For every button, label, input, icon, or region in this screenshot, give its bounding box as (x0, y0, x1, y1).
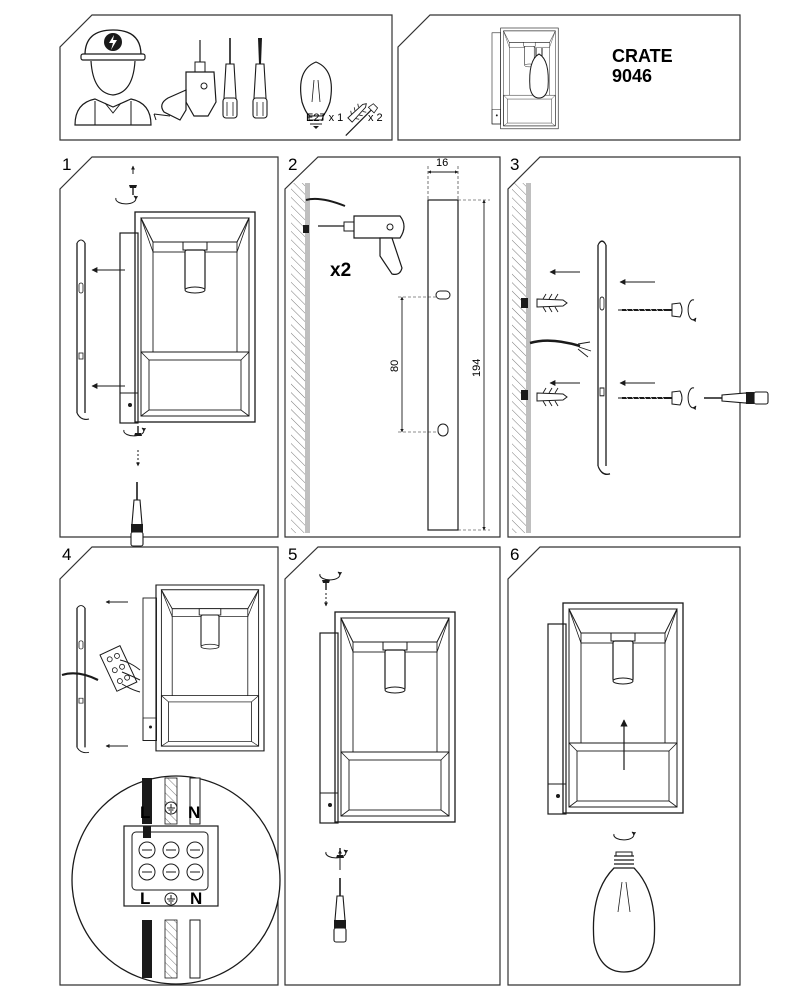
rotation-arrow-icon (116, 196, 136, 204)
screwdriver-icon (222, 38, 238, 119)
lantern-backplate (142, 597, 157, 741)
ground-symbol-icon (164, 892, 178, 906)
step-number: 1 (62, 155, 71, 174)
step-number: 3 (510, 155, 519, 174)
header-product-panel: CRATE 9046 (397, 14, 741, 141)
mounting-bracket (76, 239, 90, 421)
drill-hole (521, 390, 528, 400)
header-tools-panel: E27 x 1 x 2 (59, 14, 393, 141)
screw (133, 425, 143, 437)
screw (321, 579, 331, 591)
bracket-elevation (427, 199, 459, 531)
screw (128, 184, 138, 196)
terminal-live-label: L (140, 889, 150, 908)
wall-plug-icon (345, 103, 379, 136)
lantern-body (562, 602, 684, 814)
wire-neutral-label: N (188, 803, 200, 822)
bulb-icon (300, 61, 332, 129)
plug-label: x 2 (368, 112, 383, 124)
step-3-panel: 3 (507, 155, 769, 538)
screwdriver-icon (333, 877, 347, 943)
bulb-label: E27 x 1 (306, 112, 343, 124)
mounting-bracket (76, 604, 90, 754)
wiring-detail: L N L N (71, 775, 281, 985)
product-name: CRATE (612, 46, 673, 66)
drill-icon (318, 215, 405, 275)
bracket-slot (435, 290, 451, 300)
step-2-panel: 2 x2 16 80 194 (284, 155, 501, 538)
step-number: 6 (510, 545, 519, 564)
wood-screw (617, 390, 683, 406)
lantern-body (155, 584, 265, 752)
lantern-body (334, 611, 456, 823)
terminal-neutral-label: N (190, 889, 202, 908)
power-cable (529, 339, 581, 348)
wall-plug-icon (536, 387, 568, 407)
wall-hatch (291, 183, 305, 533)
ground-symbol-icon (164, 801, 178, 815)
bracket-slot (437, 423, 449, 437)
lantern-thumbnail-bulb (529, 48, 549, 99)
rotation-arrow-icon (320, 572, 340, 580)
electrician-helmet-icon (74, 29, 152, 126)
step-number: 5 (288, 545, 297, 564)
drill-hole (303, 225, 309, 233)
drill-hole (521, 298, 528, 308)
step-5-panel: 5 (284, 545, 501, 986)
screwdriver-icon (252, 38, 268, 119)
cable-wires (577, 341, 592, 358)
step-number: 2 (288, 155, 297, 174)
screwdriver-icon (130, 481, 144, 547)
rotation-arrow-icon (614, 832, 634, 840)
wall-surface (526, 183, 531, 533)
screwdriver-icon (703, 391, 769, 405)
wall-surface (305, 183, 310, 533)
rotation-arrow-icon (688, 300, 696, 320)
rotation-arrow-icon (688, 388, 696, 408)
step-6-panel: 6 (507, 545, 741, 986)
mounting-bracket (597, 240, 611, 476)
wood-screw (617, 302, 683, 318)
power-cable (305, 197, 346, 207)
dimension-height: 194 (471, 359, 483, 377)
drill-icon (153, 40, 217, 121)
drill-multiplier: x2 (330, 260, 351, 281)
lantern-body (134, 211, 256, 423)
bulb-icon (592, 851, 656, 973)
dimension-width: 16 (436, 157, 448, 169)
lamp-wires (119, 659, 141, 693)
step-1-panel: 1 (59, 155, 279, 547)
wall-plug-icon (536, 293, 568, 313)
product-code: 9046 (612, 66, 652, 86)
step-number: 4 (62, 545, 71, 564)
dimension-spacing: 80 (389, 360, 401, 372)
step-4-panel: 4 L N (59, 545, 281, 986)
terminal-block-small (99, 645, 138, 692)
power-cable (61, 672, 99, 681)
wall-hatch (512, 183, 526, 533)
wire-live-label: L (140, 803, 150, 822)
